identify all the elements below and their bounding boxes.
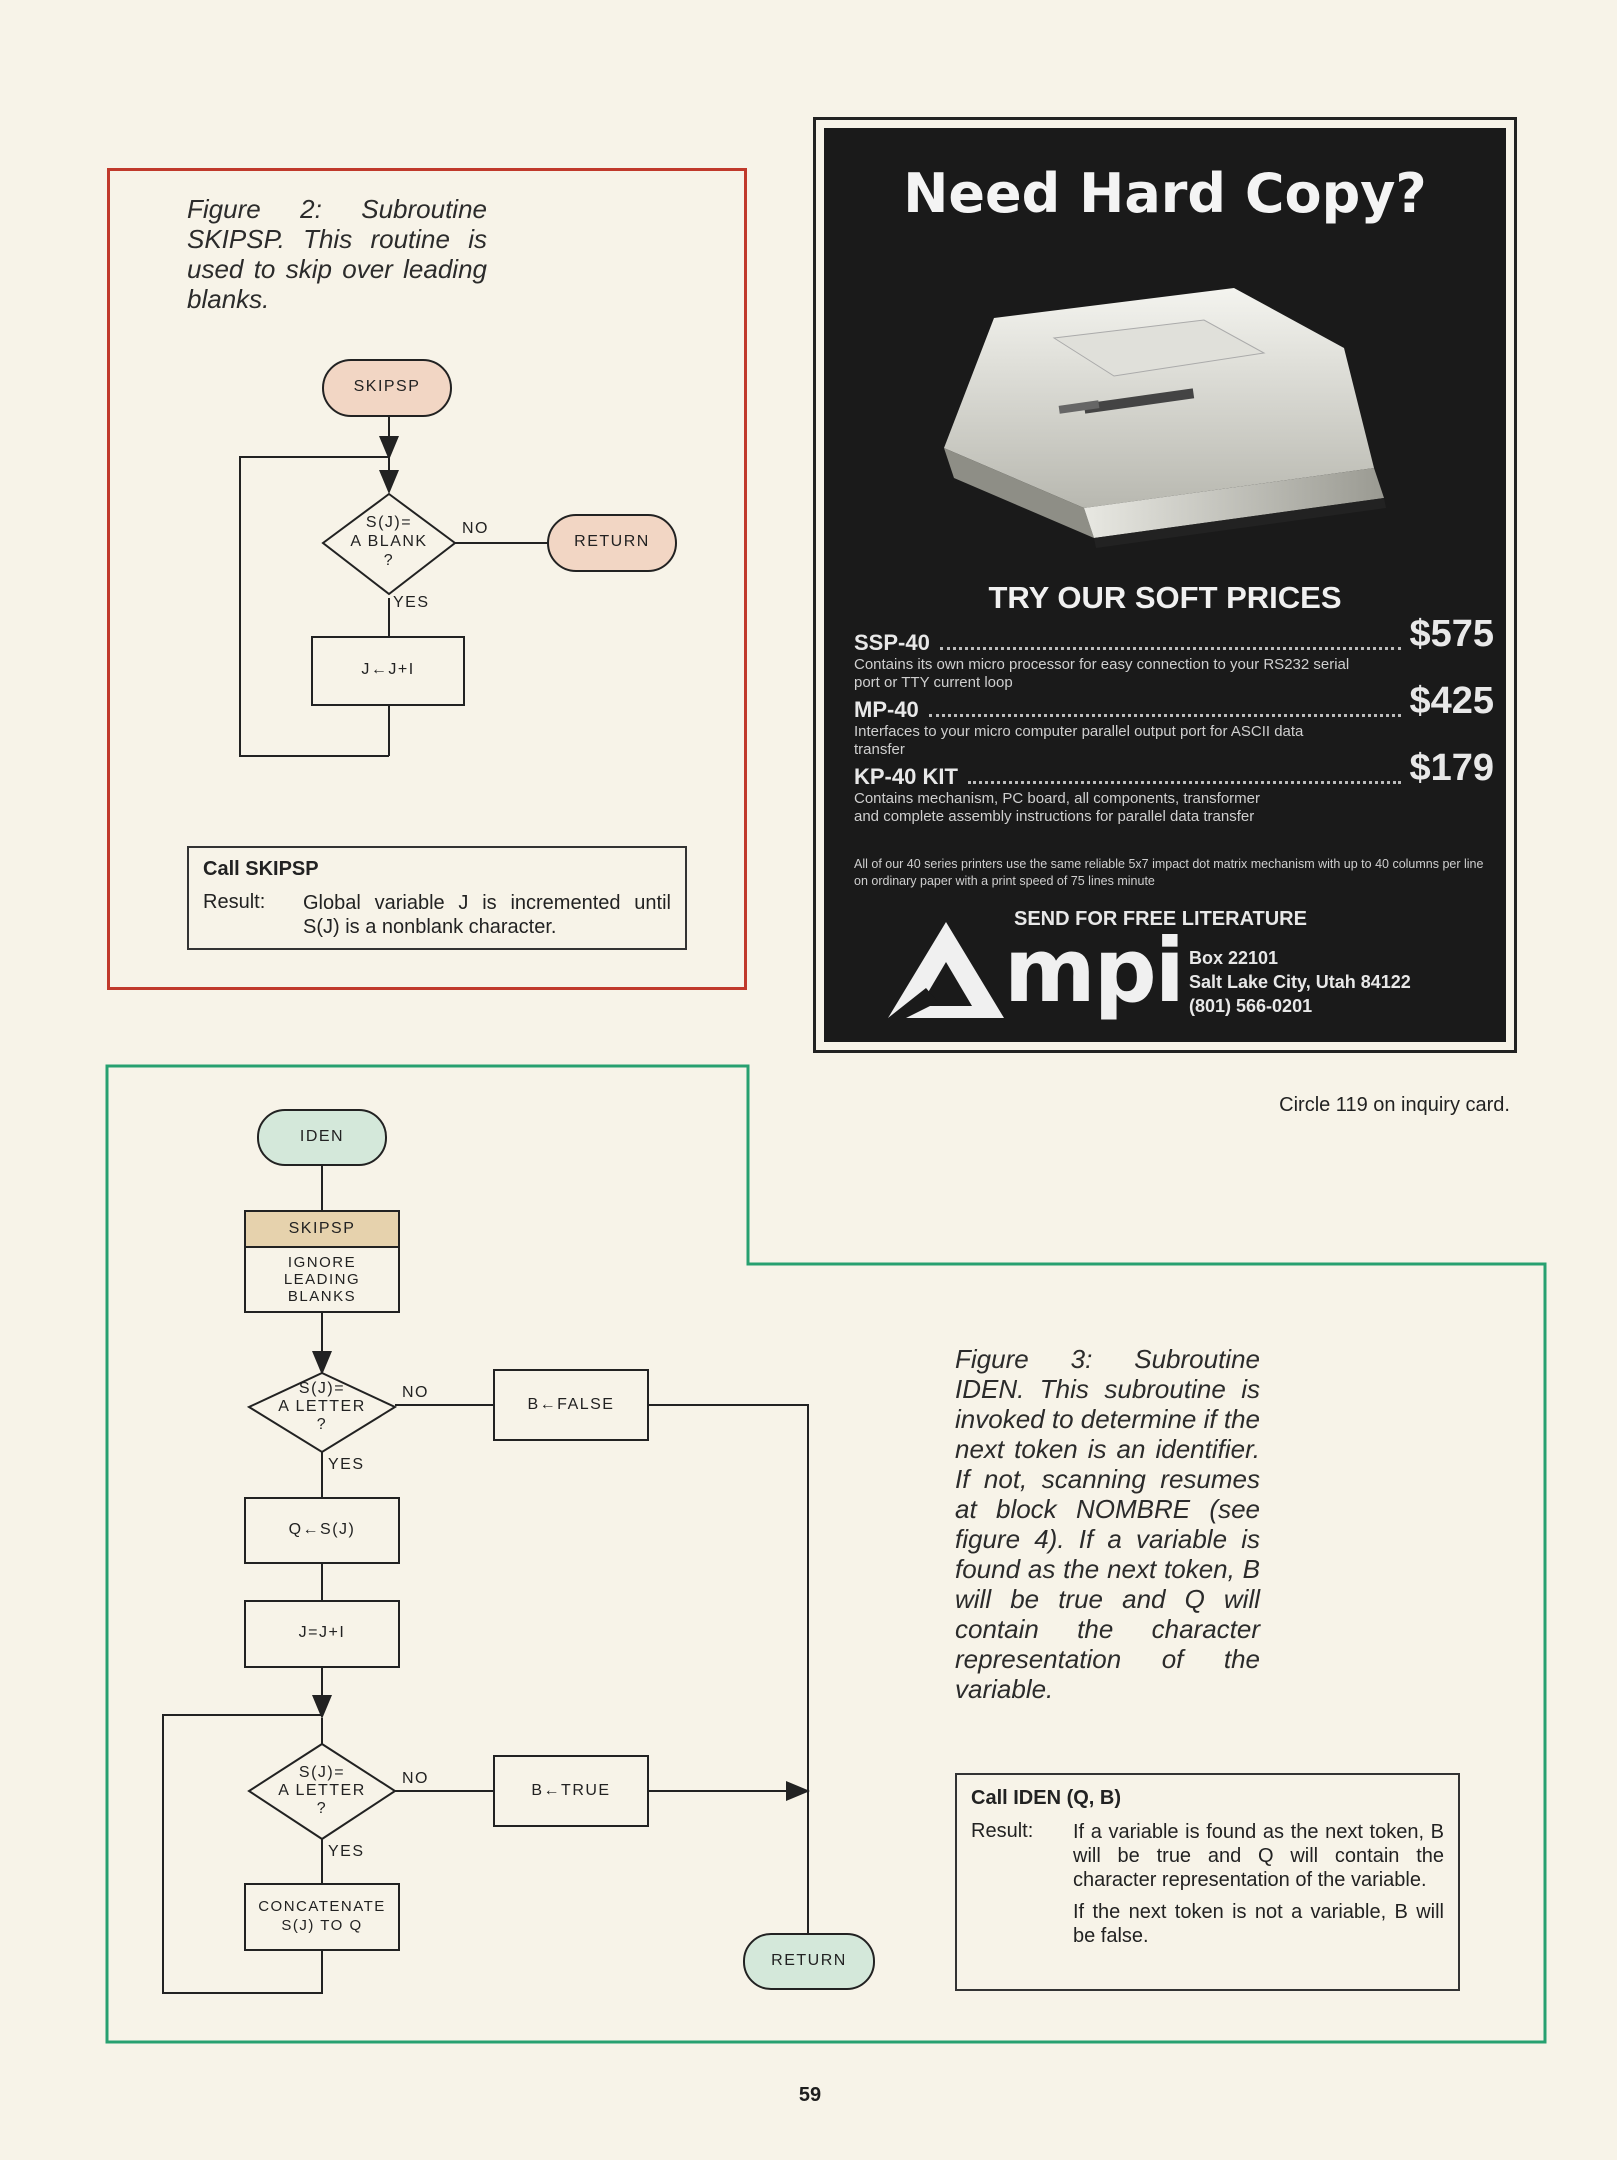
figure2-result-label: Result:	[203, 891, 266, 913]
mpi-triangle-logo-icon	[888, 922, 1004, 1018]
figure3-skipsp-line2: LEADING	[283, 1271, 361, 1288]
mpi-logo-wordmark: mpi	[1004, 919, 1185, 1022]
ad-address-box: Box 22101	[1189, 948, 1279, 968]
product-ssp40-desc: Contains its own micro processor for eas…	[854, 656, 1350, 691]
figure3-start-label: IDEN	[299, 1128, 345, 1145]
figure3-decision2-line2: A LETTER	[278, 1782, 366, 1799]
ad-send-literature: SEND FOR FREE LITERATURE	[1014, 908, 1307, 930]
figure2-decision	[321, 492, 457, 596]
printer-image	[944, 288, 1386, 548]
figure2-no-label: NO	[462, 520, 489, 537]
figure3-skipsp-header	[244, 1210, 400, 1248]
figure3-concat-line1: CONCATENATE	[258, 1898, 386, 1915]
figure2-call-box: Call SKIPSP Result: Global variable J is…	[187, 846, 687, 950]
product-mp40-leader	[928, 714, 1402, 717]
product-mp40-row: MP-40 $425 Interfaces to your micro comp…	[854, 680, 1494, 759]
page-number: 59	[798, 2084, 822, 2106]
figure3-start-terminal	[257, 1109, 387, 1166]
product-kp40-desc: Contains mechanism, PC board, all compon…	[854, 790, 1261, 825]
figure3-return-terminal	[743, 1933, 875, 1990]
figure3-btrue-box	[493, 1755, 649, 1827]
figure2-caption: Figure 2: Subroutine SKIPSP. This routin…	[187, 194, 487, 314]
figure2-process-box	[311, 636, 465, 706]
mpi-advertisement: Need Hard Copy? TRY OUR SOFT PRICES	[813, 117, 1517, 1053]
figure3-decision1-no: NO	[402, 1384, 429, 1401]
figure3-decision2-line1: S(J)=	[298, 1764, 346, 1781]
product-ssp40-name: SSP-40	[854, 630, 930, 655]
figure3-call-box: Call IDEN (Q, B) Result: If a variable i…	[955, 1773, 1460, 1991]
figure2-panel	[107, 168, 747, 990]
figure3-result-text1: If a variable is found as the next token…	[1073, 1821, 1444, 1891]
product-kp40-row: KP-40 KIT $179 Contains mechanism, PC bo…	[854, 747, 1494, 826]
figure3-bfalse-label: B←FALSE	[527, 1396, 615, 1413]
figure3-caption: Figure 3: Subroutine IDEN. This subrouti…	[955, 1344, 1260, 1704]
product-ssp40-row: SSP-40 $575 Contains its own micro proce…	[854, 613, 1494, 692]
figure2-return-label: RETURN	[574, 533, 650, 550]
figure3-jinc-label: J=J+I	[298, 1624, 346, 1641]
figure3-jinc-box	[244, 1600, 400, 1668]
figure3-skipsp-line1: IGNORE	[287, 1254, 357, 1271]
product-ssp40-leader	[939, 647, 1402, 650]
ad-headline: Need Hard Copy?	[903, 162, 1427, 225]
figure2-start-label: SKIPSP	[353, 378, 421, 395]
figure3-concat-box	[244, 1883, 400, 1951]
figure2-decision-line1: S(J)=	[365, 514, 413, 531]
figure2-start-terminal	[322, 359, 452, 417]
product-kp40-name: KP-40 KIT	[854, 764, 958, 789]
figure3-btrue-label: B←TRUE	[531, 1782, 611, 1799]
figure3-return-label: RETURN	[771, 1952, 847, 1969]
figure3-bfalse-box	[493, 1369, 649, 1441]
figure2-decision-line2: A BLANK	[350, 533, 428, 550]
ad-fineprint: All of our 40 series printers use the sa…	[854, 857, 1484, 888]
figure3-call-title: Call IDEN (Q, B)	[971, 1787, 1122, 1809]
product-ssp40-price: $575	[1409, 613, 1494, 655]
figure3-decision1-line1: S(J)=	[298, 1380, 346, 1397]
figure3-concat-line2: S(J) TO Q	[281, 1917, 363, 1934]
figure3-qassign-label: Q←S(J)	[288, 1521, 356, 1538]
figure3-decision2-yes: YES	[328, 1843, 365, 1860]
ad-address-phone: (801) 566-0201	[1189, 996, 1313, 1016]
product-mp40-price: $425	[1409, 680, 1494, 722]
figure2-process-label: J←J+I	[361, 661, 415, 678]
figure3-decision2	[247, 1742, 397, 1841]
figure2-return-terminal	[547, 514, 677, 572]
figure3-decision2-line3: ?	[316, 1800, 328, 1817]
figure3-decision1-line3: ?	[316, 1416, 328, 1433]
figure2-yes-label: YES	[393, 594, 430, 611]
figure2-result-text: Global variable J is incremented until S…	[303, 892, 671, 938]
product-mp40-desc: Interfaces to your micro computer parall…	[854, 723, 1304, 758]
product-kp40-leader	[967, 781, 1402, 784]
figure3-qassign-box	[244, 1497, 400, 1564]
figure3-skipsp-line3: BLANKS	[287, 1288, 357, 1305]
figure3-decision1-line2: A LETTER	[278, 1398, 366, 1415]
figure3-decision1-yes: YES	[328, 1456, 365, 1473]
figure3-result-text2: If the next token is not a variable, B w…	[1073, 1901, 1444, 1947]
figure3-skipsp-title: SKIPSP	[288, 1220, 356, 1237]
ad-address-city: Salt Lake City, Utah 84122	[1189, 972, 1411, 992]
product-mp40-name: MP-40	[854, 697, 919, 722]
figure3-result-block: If a variable is found as the next token…	[1073, 1820, 1444, 1948]
ad-tagline: TRY OUR SOFT PRICES	[988, 580, 1342, 615]
figure2-call-title: Call SKIPSP	[203, 858, 319, 880]
ad-background: Need Hard Copy? TRY OUR SOFT PRICES	[824, 128, 1506, 1042]
figure3-result-label: Result:	[971, 1820, 1034, 1842]
figure3-skipsp-body	[244, 1246, 400, 1313]
product-kp40-price: $179	[1409, 747, 1494, 789]
figure2-decision-line3: ?	[383, 552, 395, 569]
figure3-decision2-no: NO	[402, 1770, 429, 1787]
inquiry-circle-note: Circle 119 on inquiry card.	[1279, 1094, 1510, 1116]
figure2-flowchart	[239, 359, 677, 757]
